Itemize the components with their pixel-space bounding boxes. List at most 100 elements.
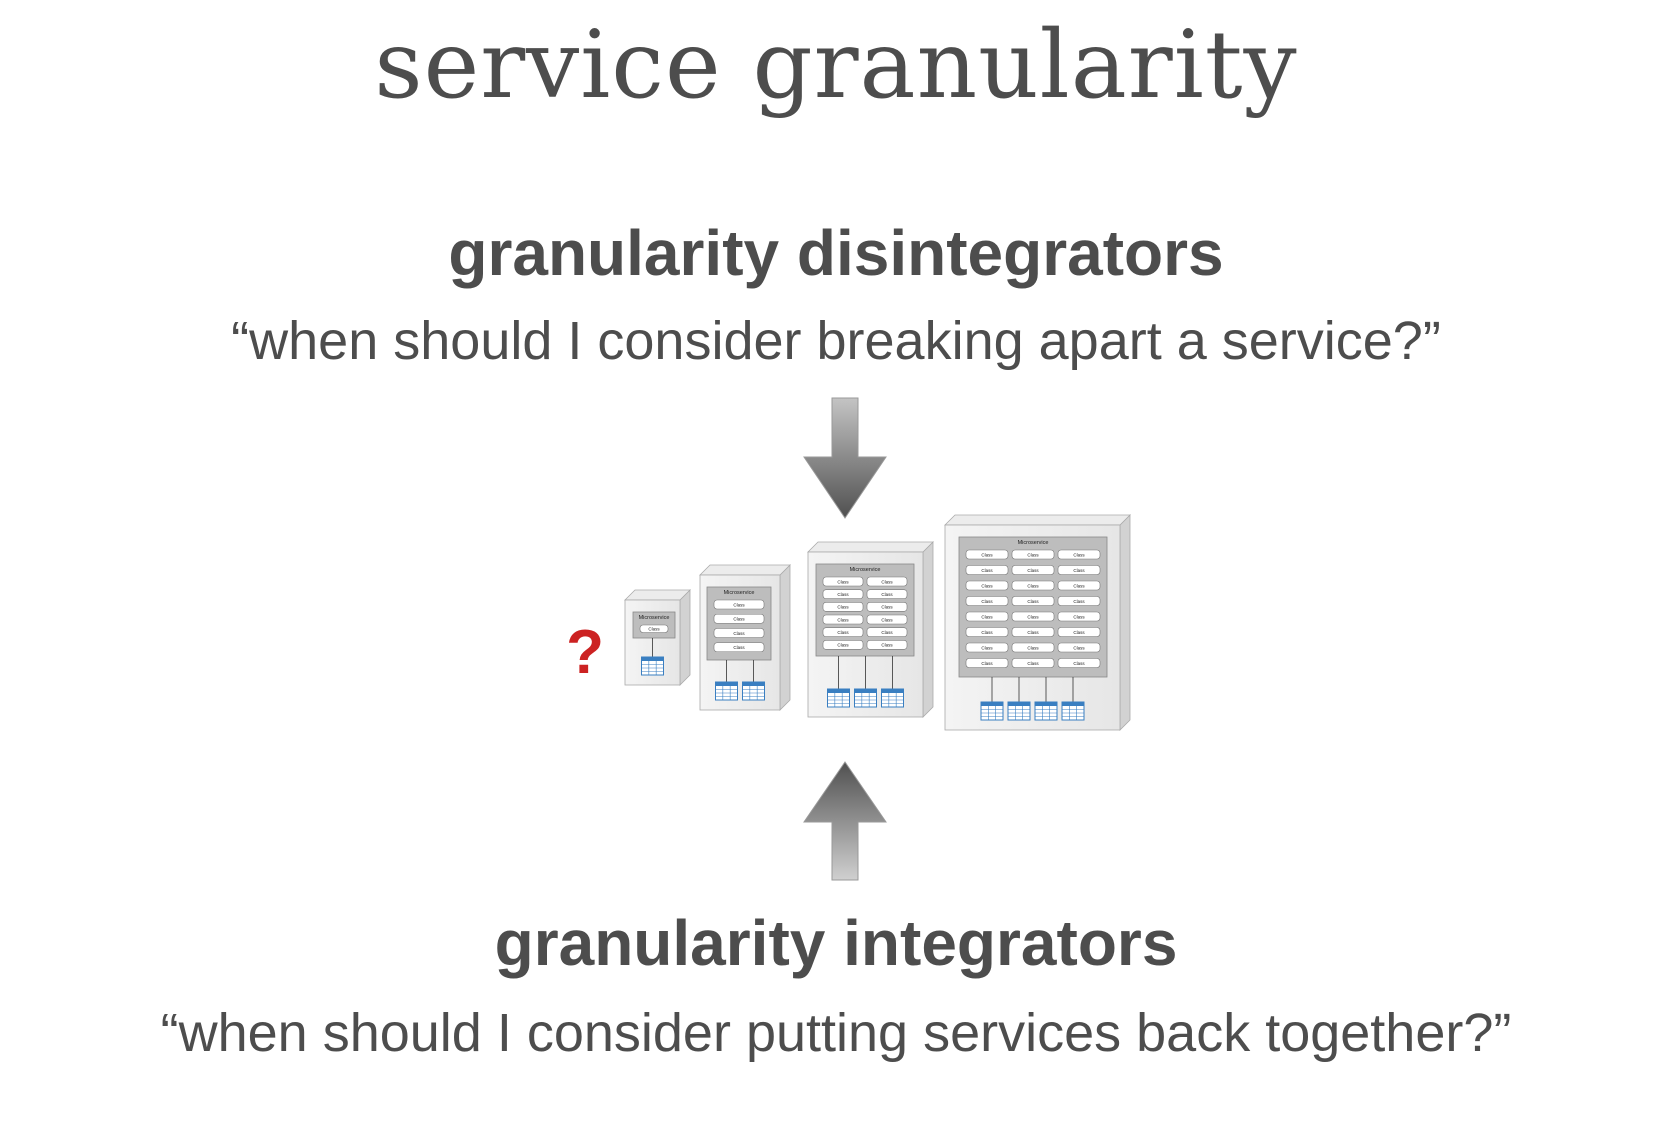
class-label: Class [981, 661, 993, 666]
integrators-question: “when should I consider putting services… [160, 1003, 1512, 1063]
class-label: Class [981, 568, 993, 573]
class-label: Class [1073, 630, 1085, 635]
class-pill [866, 602, 908, 612]
class-pill [866, 640, 908, 650]
class-pill [1011, 611, 1055, 622]
class-pill [639, 624, 669, 633]
class-label: Class [881, 592, 893, 597]
class-label: Class [1073, 599, 1085, 604]
class-label: Class [1073, 661, 1085, 666]
class-pill [965, 658, 1009, 668]
class-pill [1057, 549, 1101, 560]
class-label: Class [1073, 645, 1085, 650]
class-pill [965, 580, 1009, 591]
class-label: Class [648, 627, 660, 632]
class-label: Class [1073, 583, 1085, 588]
database-table-icon [827, 688, 850, 708]
database-table-icon [854, 688, 877, 708]
class-pill [1057, 642, 1101, 653]
integrators-heading: granularity integrators [494, 907, 1178, 979]
disintegrators-question: “when should I consider breaking apart a… [231, 311, 1441, 371]
services-group: MicroserviceClassMicroserviceClassClassC… [624, 514, 1131, 731]
class-label: Class [981, 599, 993, 604]
slide-title: service granularity [374, 11, 1298, 120]
class-label: Class [881, 605, 893, 610]
database-table-icon [1007, 701, 1031, 721]
class-label: Class [981, 614, 993, 619]
class-label: Class [1027, 583, 1039, 588]
class-pill [965, 596, 1009, 606]
microservice-label: Microservice [639, 615, 670, 621]
class-pill [822, 614, 864, 625]
class-label: Class [1027, 614, 1039, 619]
class-label: Class [881, 617, 893, 622]
class-pill [866, 576, 908, 587]
class-label: Class [837, 630, 849, 635]
class-pill [1057, 627, 1101, 637]
class-pill [1011, 627, 1055, 637]
class-pill [713, 599, 765, 610]
class-label: Class [1027, 552, 1039, 557]
class-pill [713, 628, 765, 638]
database-table-icon [715, 681, 738, 701]
class-label: Class [981, 552, 993, 557]
class-pill [822, 576, 864, 587]
class-pill [1057, 658, 1101, 668]
class-label: Class [1073, 552, 1085, 557]
class-label: Class [1073, 568, 1085, 573]
database-table-icon [1061, 701, 1085, 721]
class-pill [965, 611, 1009, 622]
class-label: Class [881, 579, 893, 584]
microservice-label: Microservice [724, 590, 755, 596]
class-pill [866, 614, 908, 625]
class-pill [822, 602, 864, 612]
class-label: Class [837, 579, 849, 584]
class-label: Class [837, 605, 849, 610]
arrow-up-icon [803, 761, 887, 881]
class-pill [1057, 596, 1101, 606]
class-label: Class [837, 643, 849, 648]
class-label: Class [1073, 614, 1085, 619]
class-pill [1011, 658, 1055, 668]
database-table-icon [881, 688, 904, 708]
class-pill [965, 627, 1009, 637]
class-label: Class [733, 631, 745, 636]
class-pill [1011, 580, 1055, 591]
class-label: Class [733, 602, 745, 607]
microservice-label: Microservice [850, 567, 881, 573]
database-table-icon [1034, 701, 1058, 721]
class-label: Class [981, 645, 993, 650]
arrow-down-icon [803, 397, 887, 519]
class-label: Class [1027, 630, 1039, 635]
disintegrators-heading: granularity disintegrators [448, 217, 1224, 289]
class-label: Class [1027, 645, 1039, 650]
class-pill [822, 627, 864, 637]
class-pill [1057, 565, 1101, 575]
class-pill [866, 627, 908, 637]
class-pill [965, 565, 1009, 575]
class-pill [822, 640, 864, 650]
microservice-label: Microservice [1018, 540, 1049, 546]
class-label: Class [733, 617, 745, 622]
class-label: Class [1027, 599, 1039, 604]
class-label: Class [981, 630, 993, 635]
class-pill [1057, 580, 1101, 591]
class-label: Class [881, 643, 893, 648]
class-label: Class [881, 630, 893, 635]
class-label: Class [733, 645, 745, 650]
class-pill [1011, 596, 1055, 606]
class-pill [965, 549, 1009, 560]
class-pill [1011, 565, 1055, 575]
class-label: Class [1027, 568, 1039, 573]
class-pill [1011, 642, 1055, 653]
class-label: Class [1027, 661, 1039, 666]
class-label: Class [837, 592, 849, 597]
class-pill [713, 642, 765, 653]
database-table-icon [980, 701, 1004, 721]
class-pill [822, 589, 864, 599]
